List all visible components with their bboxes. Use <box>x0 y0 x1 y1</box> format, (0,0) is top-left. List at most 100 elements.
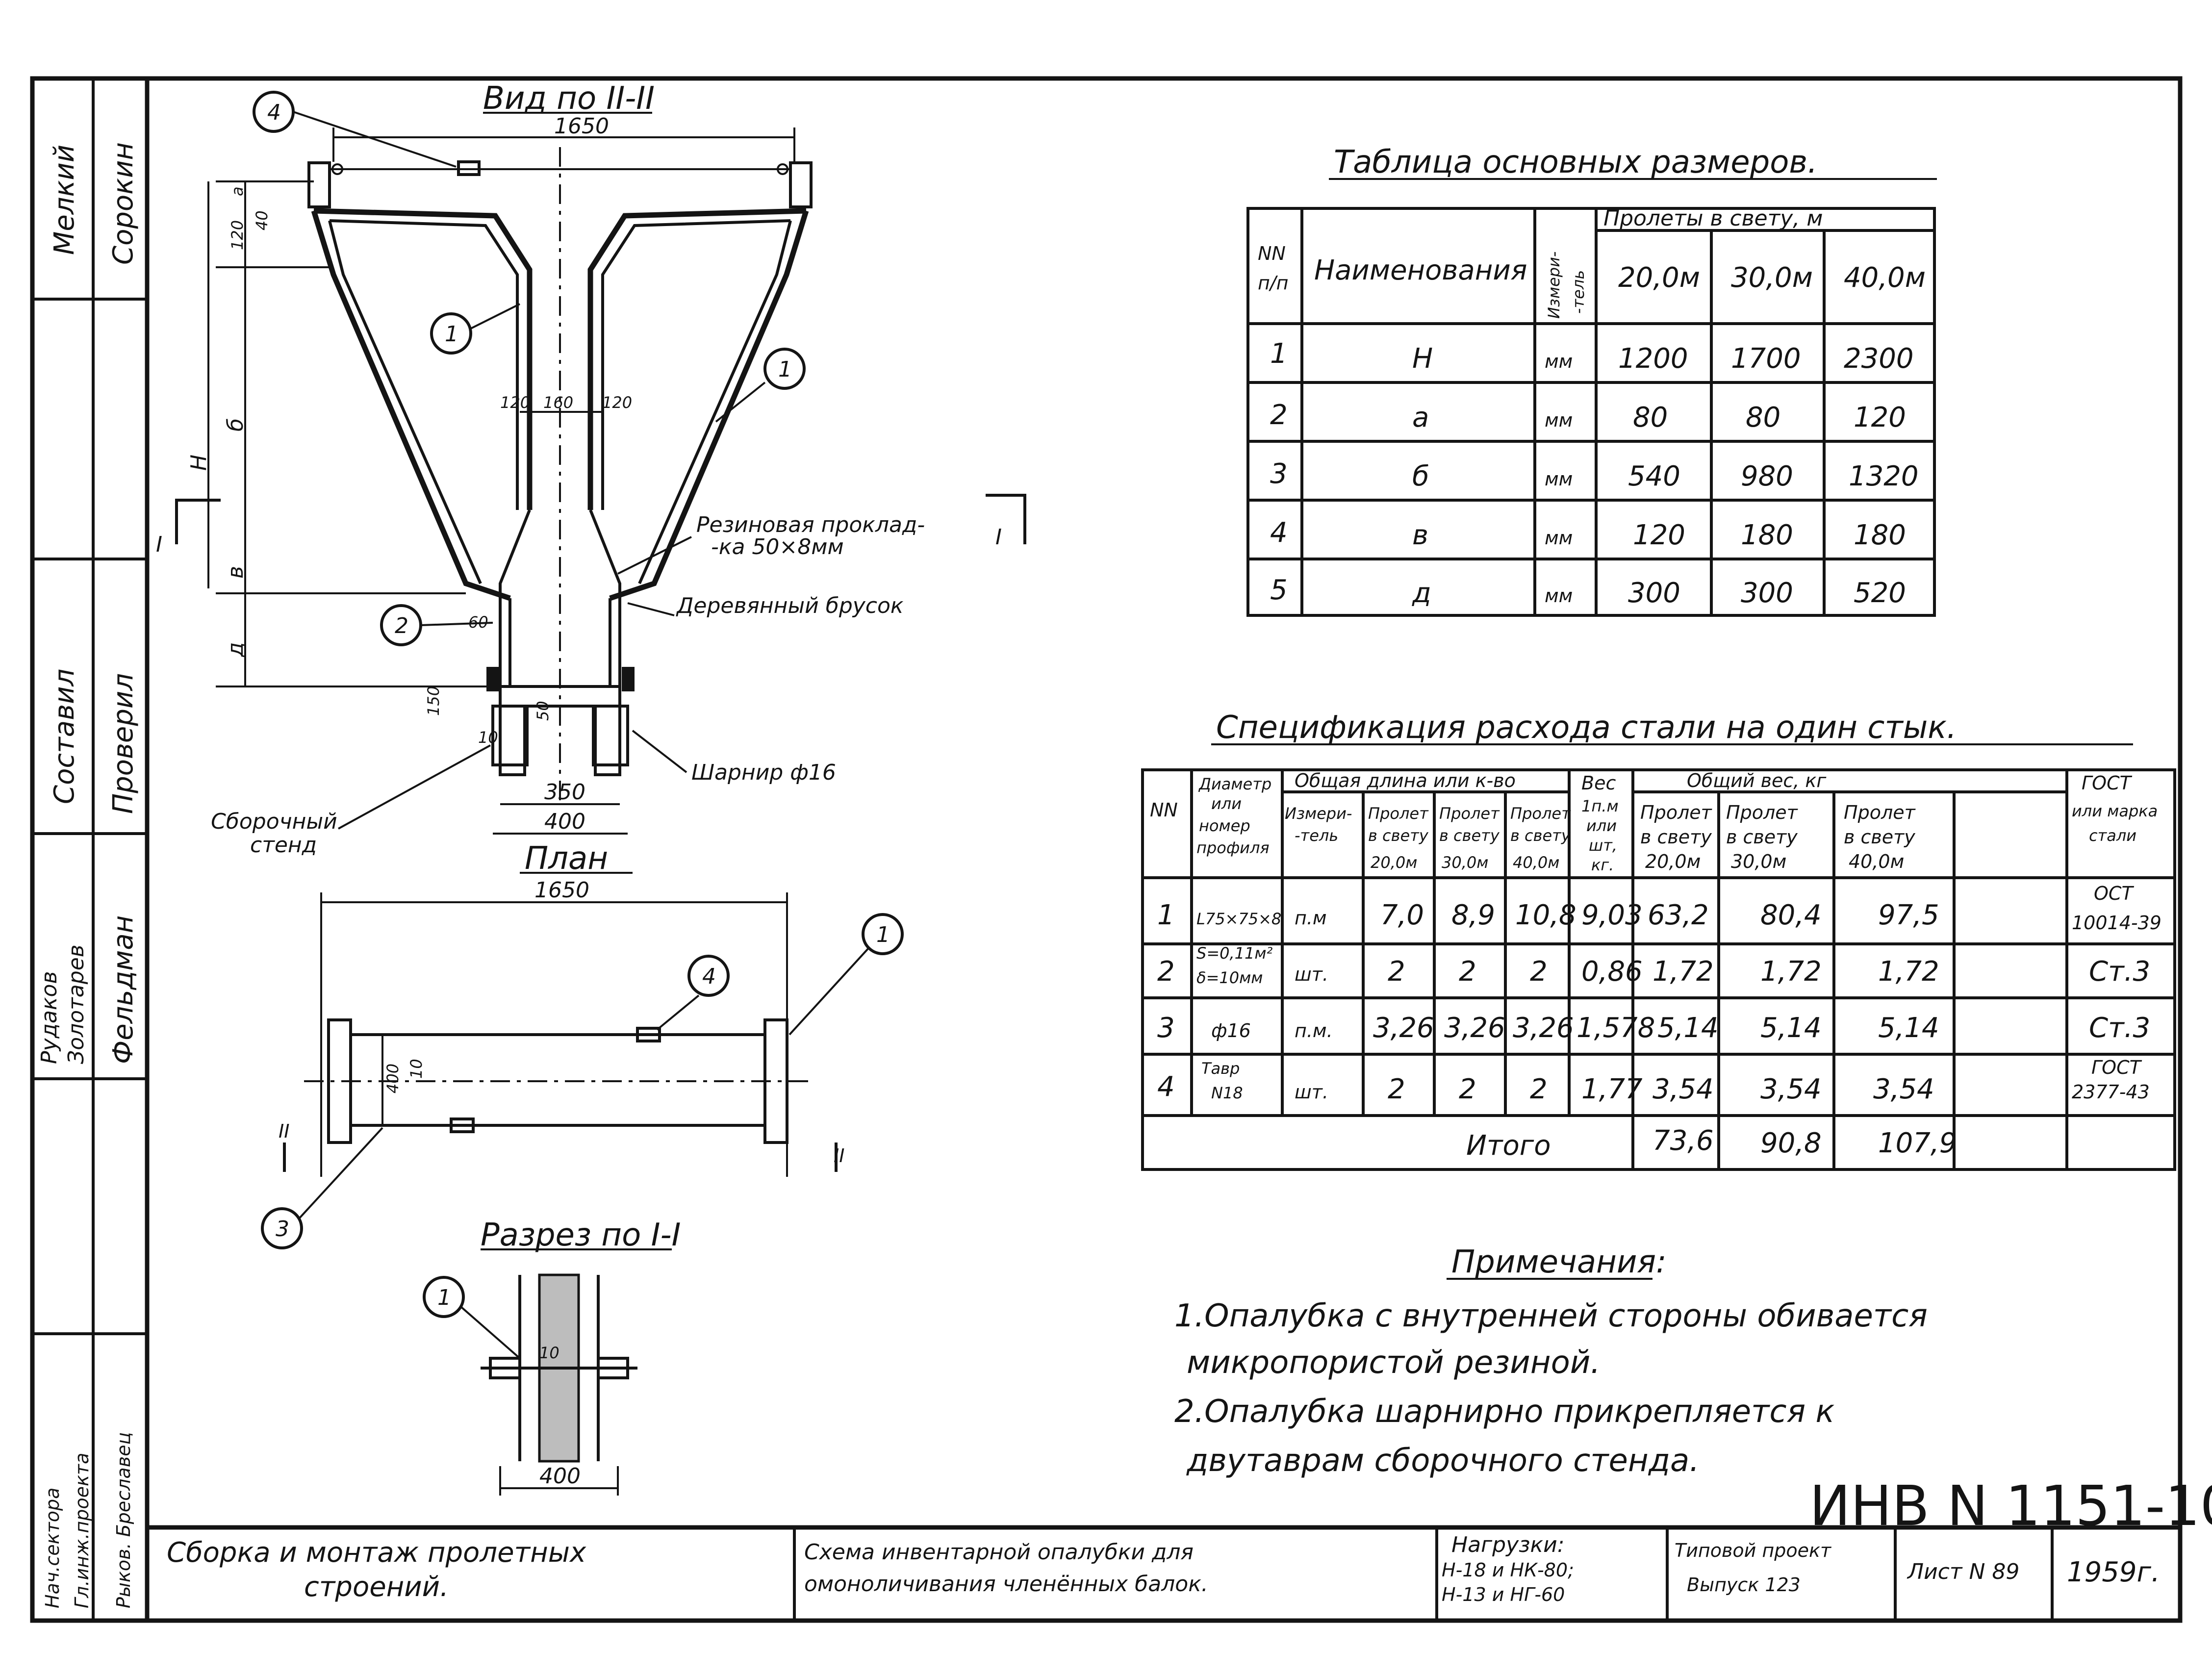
svg-text:L75×75×8: L75×75×8 <box>1196 910 1281 928</box>
svg-text:ОСТ: ОСТ <box>2094 883 2134 904</box>
dim-label: 120 <box>500 393 530 412</box>
svg-text:п.м.: п.м. <box>1295 1020 1333 1041</box>
svg-text:2: 2 <box>1388 956 1405 988</box>
svg-text:10,8: 10,8 <box>1515 899 1576 931</box>
wood-bar-label: Деревянный брусок <box>676 593 904 618</box>
turnbuckle <box>450 1117 475 1133</box>
svg-text:мм: мм <box>1545 351 1573 372</box>
svg-text:2: 2 <box>1459 1073 1476 1105</box>
svg-text:5,14: 5,14 <box>1657 1012 1719 1044</box>
svg-text:4: 4 <box>267 100 281 125</box>
dim-label: 50 <box>534 701 552 721</box>
callout-1 <box>862 913 904 955</box>
svg-text:80: 80 <box>1746 402 1780 433</box>
svg-text:ф16: ф16 <box>1211 1020 1251 1041</box>
svg-text:63,2: 63,2 <box>1648 899 1709 931</box>
svg-text:1: 1 <box>1270 338 1288 370</box>
svg-text:9,03: 9,03 <box>1581 899 1643 931</box>
dim-label: Н <box>186 455 211 471</box>
svg-text:120: 120 <box>1854 402 1906 433</box>
svg-text:в свету: в свету <box>1844 826 1915 848</box>
svg-text:S=0,11м²: S=0,11м² <box>1196 944 1273 963</box>
dim-label: в <box>223 566 248 579</box>
table-row: 5 д мм 300 300 520 <box>1270 574 1906 609</box>
table-row: 2 а мм 80 80 120 <box>1270 399 1906 433</box>
svg-text:мм: мм <box>1545 468 1573 490</box>
table-row: 2 S=0,11м² δ=10мм шт. 2 2 2 0,86 1,72 1,… <box>1157 944 2150 988</box>
svg-text:1: 1 <box>778 357 792 382</box>
svg-text:в свету: в свету <box>1640 826 1712 848</box>
svg-text:омоноличивания членённых балок: омоноличивания членённых балок. <box>804 1572 1208 1597</box>
svg-text:Сборка и монтаж пролетных: Сборка и монтаж пролетных <box>167 1537 586 1569</box>
svg-text:90,8: 90,8 <box>1760 1127 1822 1159</box>
svg-text:в свету: в свету <box>1726 826 1798 848</box>
svg-text:или: или <box>1211 794 1242 813</box>
dimensions-table: Таблица основных размеров. NN п/п Наимен… <box>1246 144 1937 617</box>
table-row: 1 L75×75×8 п.м 7,0 8,9 10,8 9,03 63,2 80… <box>1157 883 2161 934</box>
svg-text:2: 2 <box>1157 956 1175 988</box>
title-block: Сборка и монтаж пролетных строений. Схем… <box>147 1525 2180 1621</box>
stand-label: стенд <box>250 833 317 858</box>
svg-text:Н: Н <box>1412 343 1433 375</box>
svg-text:80,4: 80,4 <box>1760 899 1822 931</box>
svg-text:в свету: в свету <box>1510 826 1571 845</box>
cut-view-i: Разрез по I-I 10 400 1 <box>423 1217 681 1496</box>
note-line: 1.Опалубка с внутренней стороны обиваетс… <box>1174 1298 1928 1334</box>
svg-text:1п.м: 1п.м <box>1581 797 1619 815</box>
table-title: Спецификация расхода стали на один стык. <box>1216 710 1957 746</box>
svg-text:Н-13 и НГ-60: Н-13 и НГ-60 <box>1442 1584 1565 1605</box>
cut-mark: I <box>156 532 162 557</box>
svg-text:Общая длина или к-во: Общая длина или к-во <box>1295 770 1516 791</box>
svg-text:в: в <box>1412 519 1428 551</box>
svg-text:300: 300 <box>1741 577 1793 609</box>
svg-text:3,26: 3,26 <box>1373 1012 1434 1044</box>
svg-text:97,5: 97,5 <box>1878 899 1939 931</box>
svg-text:Пролет: Пролет <box>1640 802 1713 823</box>
svg-text:Общий вес, кг: Общий вес, кг <box>1687 770 1827 791</box>
svg-text:73,6: 73,6 <box>1653 1125 1714 1157</box>
svg-text:3,54: 3,54 <box>1653 1073 1714 1105</box>
svg-text:520: 520 <box>1854 577 1906 609</box>
svg-text:0,86: 0,86 <box>1581 956 1643 988</box>
svg-text:30,0м: 30,0м <box>1731 851 1786 872</box>
side-text: Рыков. Бреславец <box>113 1432 134 1608</box>
svg-text:-тель: -тель <box>1569 270 1588 314</box>
svg-text:1: 1 <box>1157 899 1175 931</box>
svg-text:300: 300 <box>1628 577 1680 609</box>
svg-text:3,54: 3,54 <box>1760 1073 1822 1105</box>
svg-text:1,72: 1,72 <box>1653 956 1714 988</box>
svg-text:ГОСТ: ГОСТ <box>2091 1057 2142 1078</box>
svg-text:Вес: Вес <box>1581 772 1616 794</box>
dim-label: 1650 <box>534 878 589 903</box>
svg-text:шт.: шт. <box>1295 1081 1328 1103</box>
svg-text:30,0м: 30,0м <box>1442 853 1488 872</box>
side-text: Составил <box>49 669 80 804</box>
svg-text:4: 4 <box>1157 1071 1175 1103</box>
section-view-ii: Вид по II-II 1650 <box>156 80 1026 858</box>
svg-text:5,14: 5,14 <box>1878 1012 1939 1044</box>
table-row: 1 Н мм 1200 1700 2300 <box>1270 338 1914 375</box>
side-text: Гл.инж.проекта <box>71 1453 93 1608</box>
dim-label: 40 <box>253 210 271 230</box>
dim-label: 160 <box>543 393 573 412</box>
plan-view: План 1650 400 10 II II 4 1 3 <box>261 840 904 1249</box>
svg-text:строений.: строений. <box>304 1571 449 1603</box>
svg-text:шт,: шт, <box>1589 836 1617 855</box>
svg-text:1700: 1700 <box>1731 343 1801 375</box>
svg-text:1: 1 <box>437 1285 451 1310</box>
side-text: Золотарев <box>64 944 89 1064</box>
cut-mark: II <box>834 1145 844 1167</box>
svg-text:-тель: -тель <box>1295 826 1338 845</box>
svg-text:профиля: профиля <box>1196 838 1270 857</box>
svg-text:в свету: в свету <box>1439 826 1500 845</box>
svg-text:1,77: 1,77 <box>1581 1073 1643 1105</box>
view-title: Разрез по I-I <box>481 1217 681 1253</box>
svg-text:Пролеты в свету, м: Пролеты в свету, м <box>1603 206 1823 231</box>
table-row: 4 Тавр N18 шт. 2 2 2 1,77 3,54 3,54 3,54… <box>1157 1057 2150 1105</box>
hinge-label: Шарнир ф16 <box>691 760 836 785</box>
svg-text:номер: номер <box>1199 816 1250 835</box>
svg-text:δ=10мм: δ=10мм <box>1196 968 1263 987</box>
svg-text:NN: NN <box>1150 799 1178 821</box>
turnbuckle <box>457 160 481 176</box>
svg-text:мм: мм <box>1545 527 1573 549</box>
